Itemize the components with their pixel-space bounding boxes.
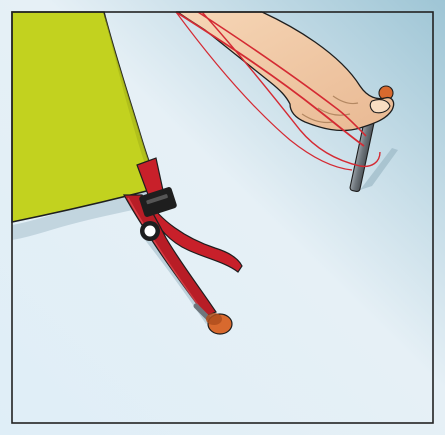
hand-thumb bbox=[370, 100, 390, 113]
strap-ring-inner bbox=[145, 226, 156, 237]
stake-head-shadow bbox=[206, 313, 222, 325]
